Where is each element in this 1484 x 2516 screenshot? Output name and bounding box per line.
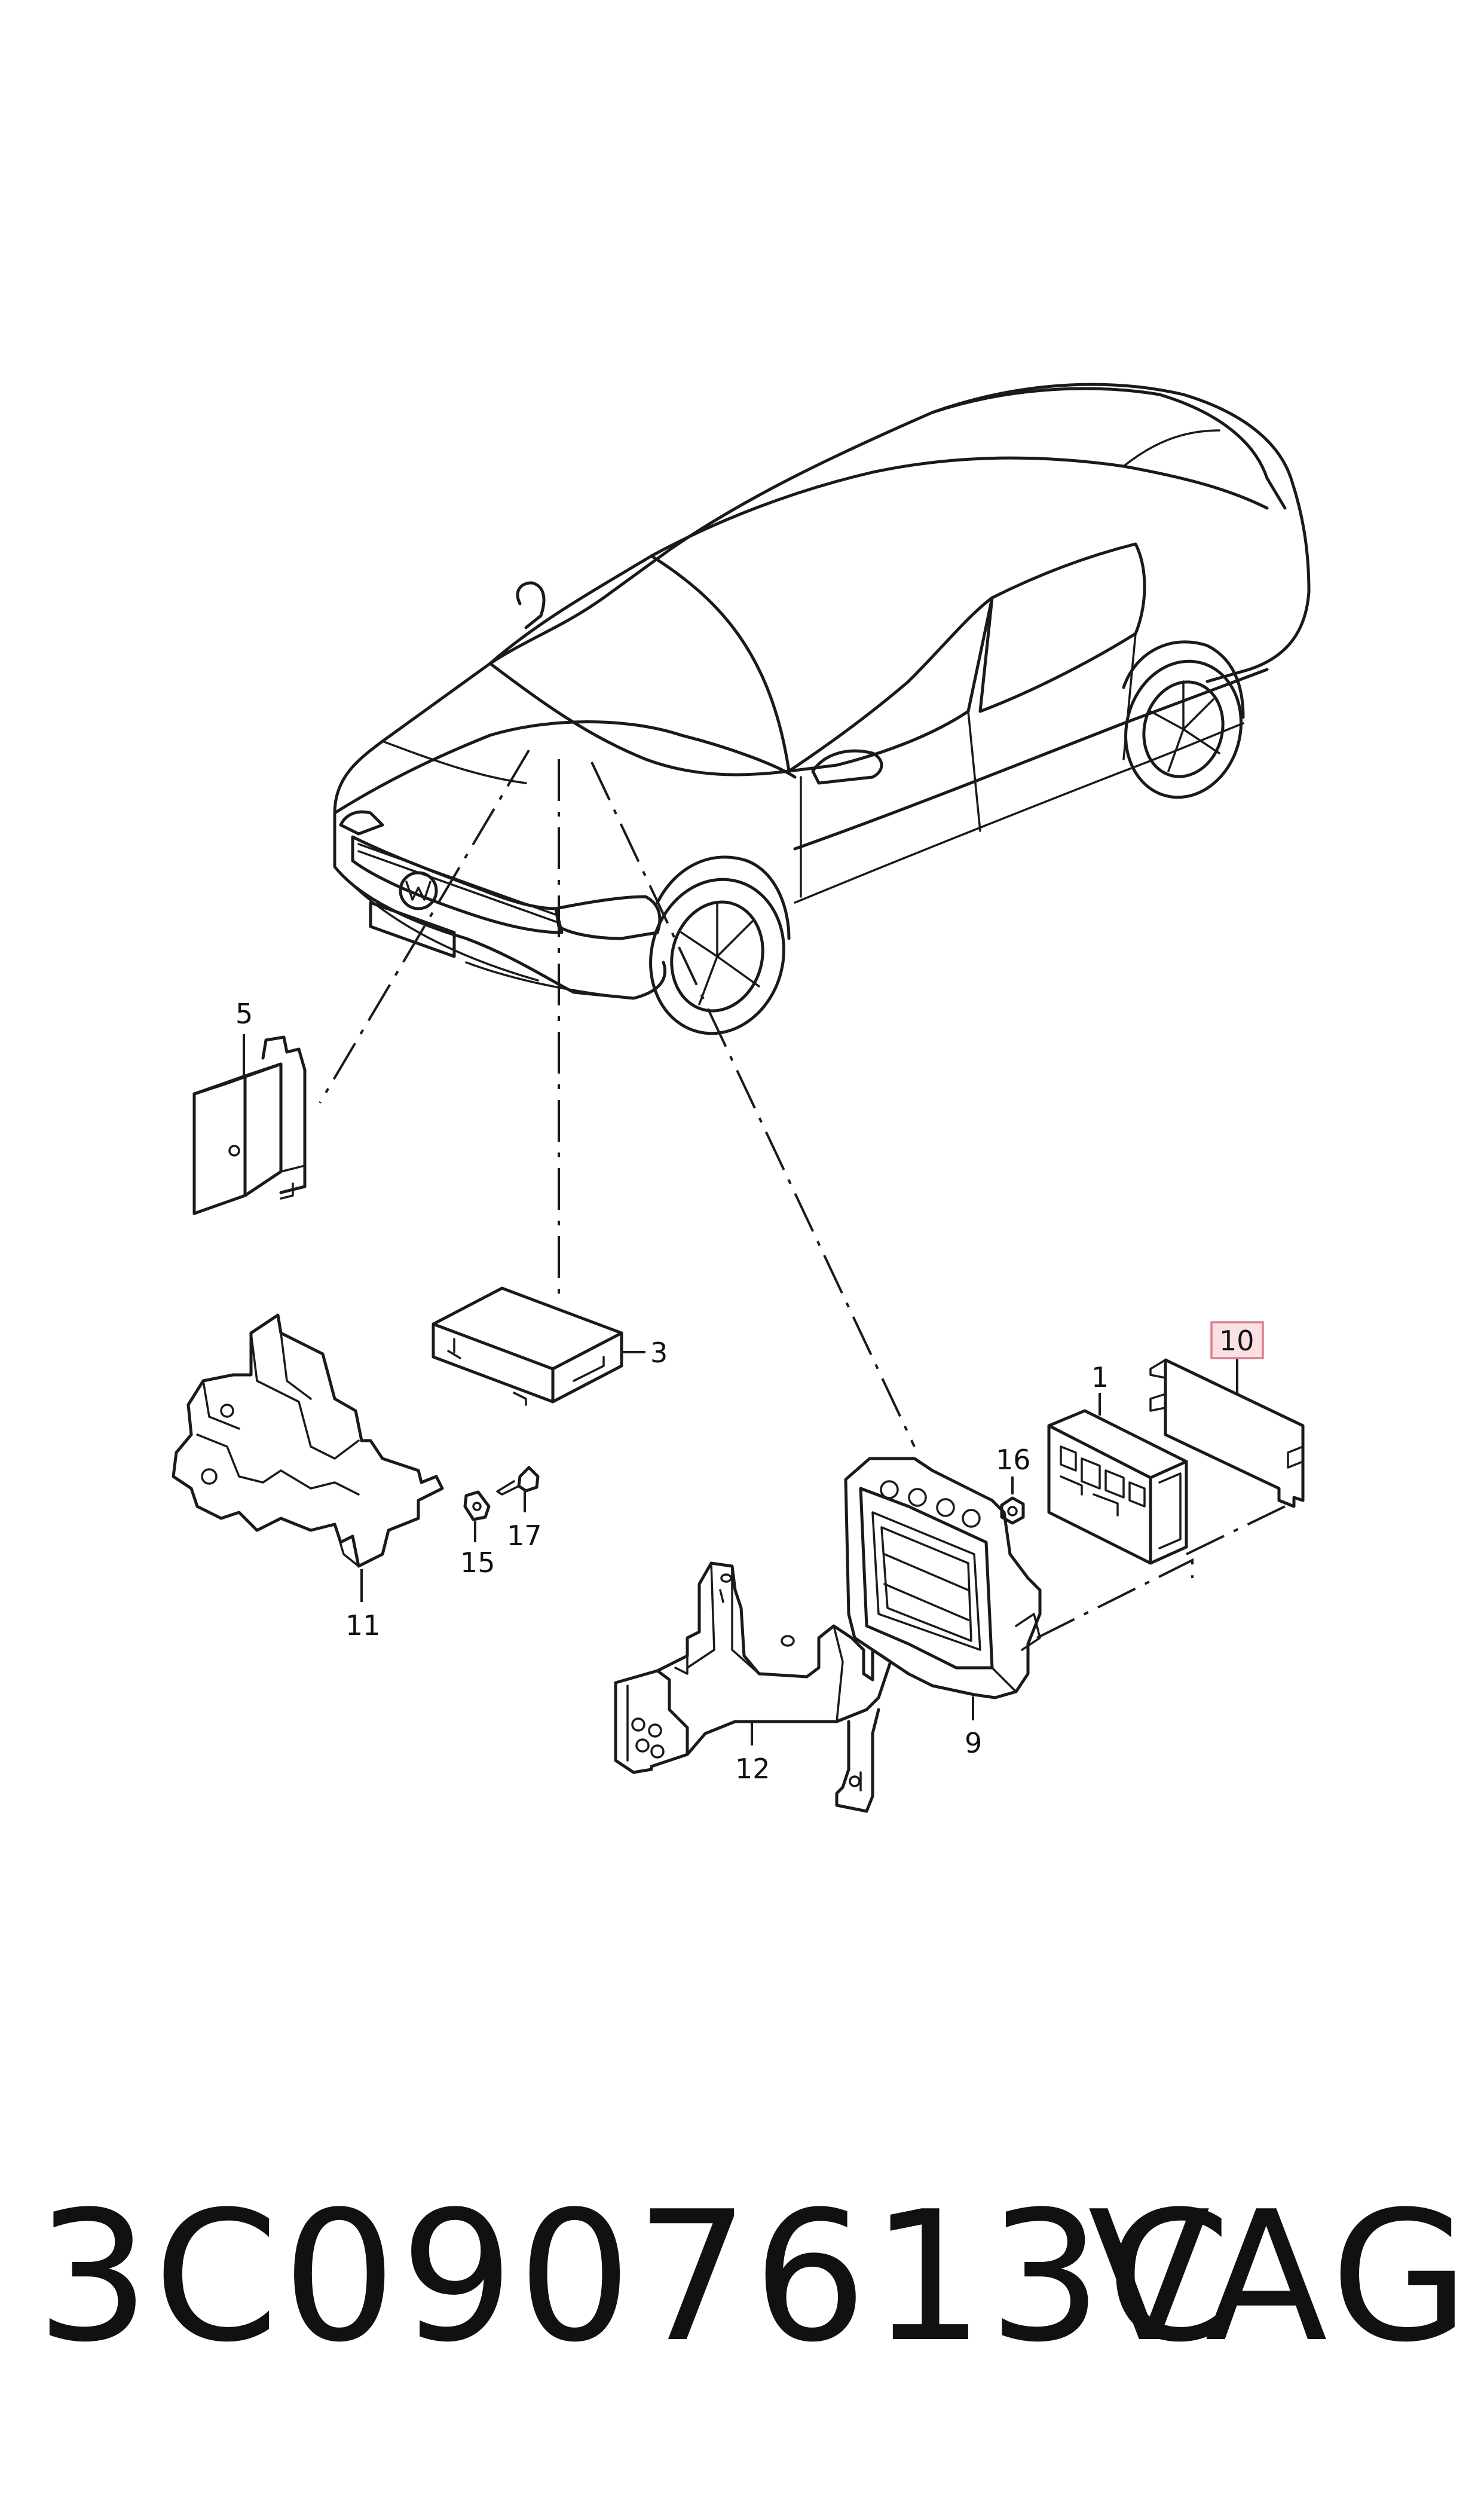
part-11-bracket <box>172 1313 444 1602</box>
part-3-module <box>432 1286 645 1406</box>
part-1-control-unit <box>1047 1393 1188 1565</box>
callout-10-highlighted: 10 <box>1210 1321 1264 1359</box>
callout-1: 1 <box>1091 1361 1109 1393</box>
assembly-line-1 <box>1036 1558 1194 1639</box>
part-16-nut <box>1000 1476 1025 1525</box>
callout-12: 12 <box>735 1753 770 1785</box>
brand-name: VAG <box>1088 2173 1476 2382</box>
part-9-housing <box>844 1457 1042 1720</box>
leader-to-part-9 <box>590 762 916 1447</box>
callout-9: 9 <box>965 1727 982 1759</box>
part-10-plate <box>1149 1358 1305 1508</box>
callout-15: 15 <box>460 1546 495 1579</box>
leader-to-part-5 <box>319 749 530 1104</box>
callout-11: 11 <box>345 1609 381 1641</box>
callout-16: 16 <box>996 1444 1031 1476</box>
footer: 3C0907613C VAG <box>0 2164 1484 2421</box>
callout-17: 17 <box>507 1520 542 1552</box>
callout-10-highlight-box <box>1210 1321 1264 1359</box>
part-number: 3C0907613C <box>36 2173 1235 2382</box>
callout-3: 3 <box>650 1337 668 1369</box>
parts-diagram: 5 3 11 15 17 12 9 16 1 10 <box>172 383 1311 1813</box>
car-illustration <box>333 383 1311 1035</box>
part-12-bracket <box>614 1561 892 1813</box>
assembly-line-2 <box>1186 1505 1286 1555</box>
callout-5: 5 <box>235 998 253 1030</box>
part-17-bolt <box>496 1466 540 1512</box>
part-15-clip-nut <box>463 1490 491 1542</box>
callout-10: 10 <box>1219 1325 1254 1357</box>
part-5-module <box>192 1034 307 1215</box>
